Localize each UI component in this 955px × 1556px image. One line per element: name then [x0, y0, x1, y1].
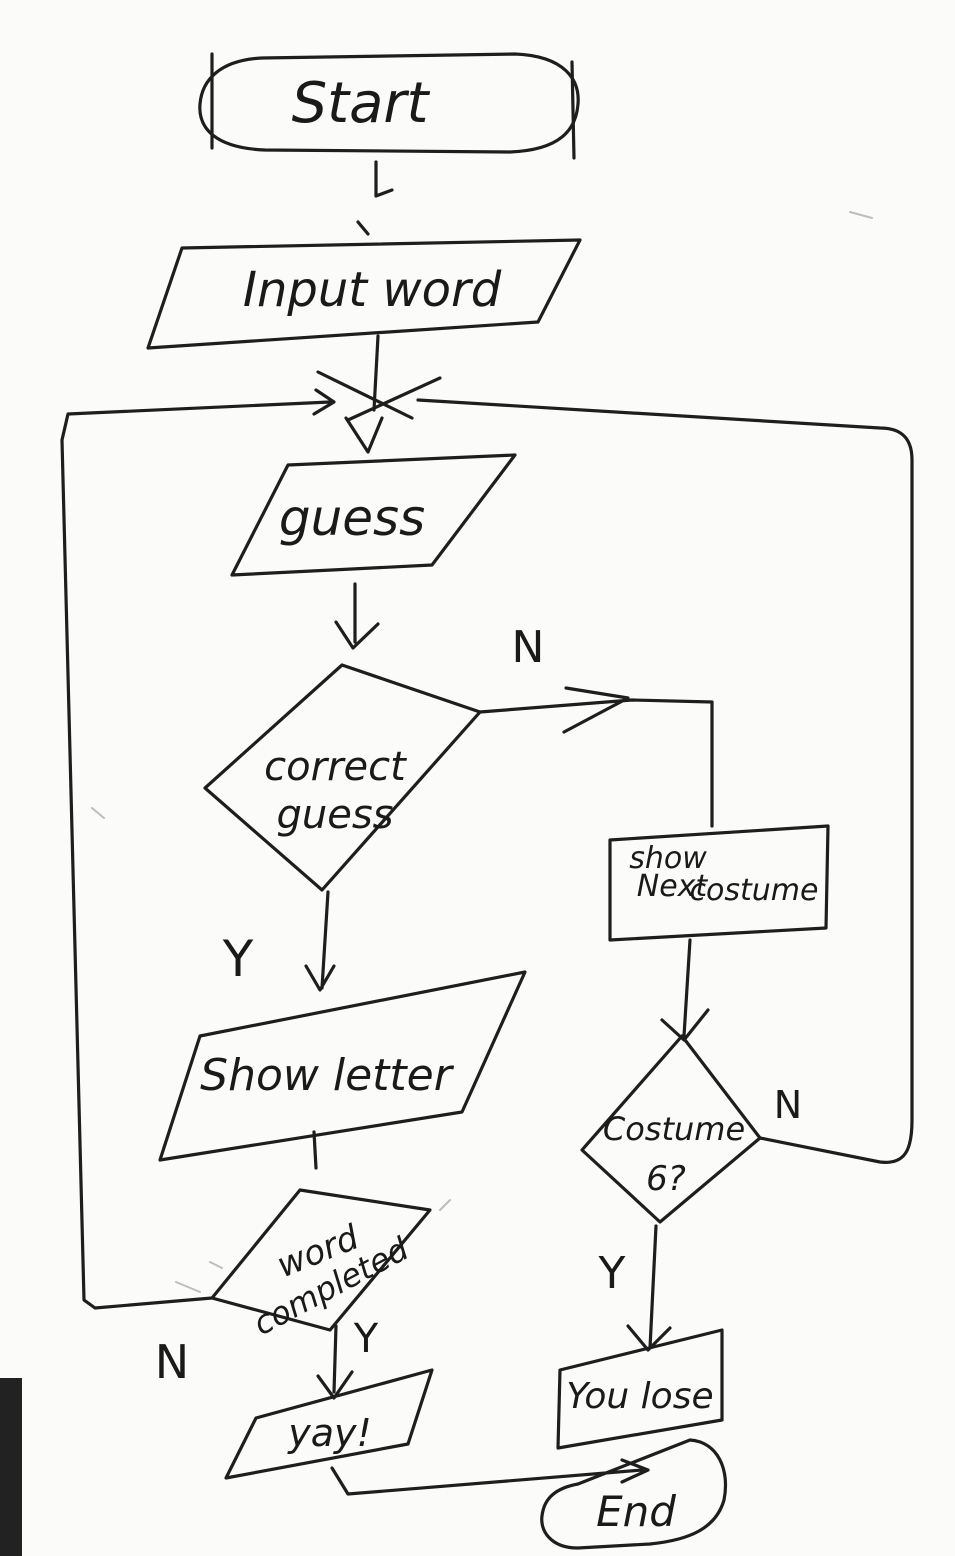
ghost-strokes	[91, 211, 873, 1293]
yay-shape	[224, 1368, 434, 1480]
arrow-input-to-guess	[344, 334, 384, 454]
costume-6-label-1: Costume	[603, 1110, 745, 1148]
correct-guess-label-1: correct	[264, 744, 407, 790]
start-terminator-overstroke	[210, 52, 576, 160]
correct-guess-label-2: guess	[276, 792, 393, 838]
arrow-costume-to-check	[660, 938, 710, 1042]
branch-word-yes: Y	[353, 1316, 379, 1362]
arrow-guess-to-correct	[334, 582, 380, 650]
arrow-yay-to-end	[330, 1458, 650, 1496]
arrow-correct-yes-to-showletter	[304, 890, 336, 992]
you-lose-label: You lose	[566, 1376, 713, 1417]
guess-shape	[230, 453, 517, 577]
costume-6-label-2: 6?	[646, 1159, 686, 1199]
show-next-costume-label-3: costume	[690, 873, 819, 908]
arrow-costume6-yes-to-lose	[626, 1224, 672, 1352]
word-completed-diamond	[210, 1188, 432, 1332]
show-next-costume-label-1: show	[629, 841, 707, 876]
input-word-label: Input word	[243, 262, 502, 318]
branch-word-no: N	[155, 1335, 189, 1389]
branch-costume-no: N	[774, 1083, 802, 1127]
branch-correct-yes: Y	[222, 930, 254, 988]
branch-correct-no: N	[512, 622, 545, 673]
show-next-costume-label-2: Next	[637, 869, 709, 904]
loop-merge-cross	[316, 370, 442, 422]
end-terminator	[540, 1438, 728, 1550]
arrow-start-to-input	[356, 160, 394, 236]
arrow-correct-no-to-costume	[478, 686, 714, 828]
end-label: End	[596, 1487, 676, 1536]
costume-6-diamond	[580, 1034, 762, 1224]
whiteboard-frame-edge	[0, 1378, 22, 1556]
arrow-costume6-no-loop	[416, 398, 914, 1164]
yay-label: yay!	[287, 1411, 372, 1455]
show-letter-label: Show letter	[200, 1050, 455, 1101]
input-word-shape	[146, 238, 582, 350]
show-letter-shape	[158, 970, 527, 1162]
arrow-word-no-loop	[60, 388, 336, 1310]
start-label: Start	[292, 71, 431, 136]
arrow-showletter-to-word	[312, 1130, 318, 1170]
arrow-word-yes-to-yay	[316, 1324, 354, 1400]
show-next-costume-box	[608, 824, 830, 942]
guess-label: guess	[279, 489, 425, 547]
correct-guess-diamond	[203, 663, 482, 892]
branch-costume-yes: Y	[598, 1248, 626, 1299]
you-lose-box	[556, 1328, 724, 1450]
